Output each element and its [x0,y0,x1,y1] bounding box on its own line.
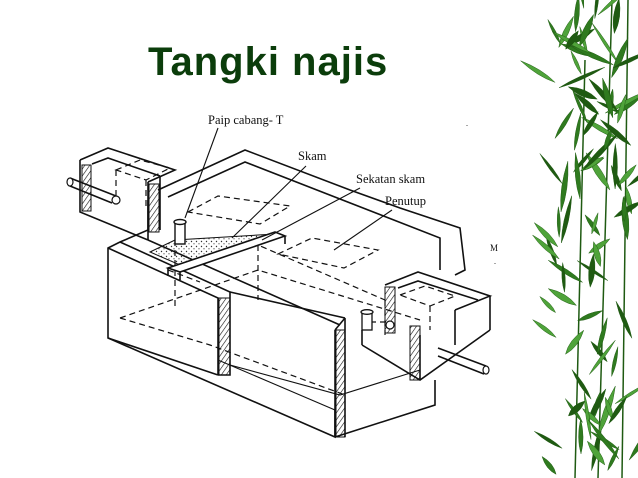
bamboo-leaf [587,419,620,460]
bamboo-leaf [612,0,621,35]
label-cutoff-mark: M [490,243,498,253]
bamboo-leaf [532,234,560,260]
bamboo-leaf [539,296,556,313]
bamboo-leaf [614,382,638,404]
bamboo-leaf [602,77,614,119]
bamboo-leaf [611,346,619,377]
bamboo-leaf [539,153,563,184]
bamboo-leaf [547,288,577,306]
bamboo-leaf [585,152,611,191]
bamboo-leaf [594,0,600,19]
bamboo-leaf [565,30,579,50]
bamboo-leaf [520,60,556,83]
svg-text:.: . [466,119,468,128]
bamboo-leaf [574,0,580,33]
bamboo-leaf [582,111,599,137]
label-tee-pipe: Paip cabang- T [208,113,284,127]
bamboo-leaf [588,388,607,422]
bamboo-leaf [579,13,594,47]
leader-lines [184,127,393,251]
bamboo-leaf [589,340,616,375]
label-scum: Skam [298,149,327,163]
bamboo-leaf [600,119,632,146]
bamboo-leaf [561,195,572,244]
bamboo-leaf [617,93,626,124]
bamboo-leaf [554,107,574,139]
bamboo-leaf [605,396,614,421]
bamboo-leaf [570,50,582,75]
bamboo-leaf [532,319,557,338]
bamboo-leaf [556,206,561,238]
bamboo-leaf [558,67,605,88]
slide-title: Tangki najis [148,40,389,84]
bamboo-leaf [574,152,581,199]
bamboo-leaf [611,37,629,79]
svg-text:.: . [494,257,496,266]
bamboo-leaf [567,86,598,100]
bamboo-leaf [597,317,608,355]
bamboo-leaf [591,212,599,235]
outlet-chamber [360,271,493,381]
bamboo-leaf [582,408,601,426]
bamboo-leaf [612,51,638,69]
bamboo-leaf [534,431,563,449]
bamboo-leaves-decoration [520,0,638,478]
bamboo-leaf [587,440,606,466]
bamboo-leaf [617,164,637,186]
covers [186,195,380,269]
bamboo-leaf [571,369,592,400]
bamboo-leaf [621,195,627,222]
bamboo-leaf [560,161,569,212]
bamboo-leaf [533,222,559,248]
bamboo-leaf [541,456,557,475]
bamboo-leaf [593,241,602,267]
inlet-chamber [66,147,178,241]
bamboo-leaf [615,301,633,339]
bamboo-leaf [576,260,609,281]
bamboo-leaf [574,113,581,151]
bamboo-leaf [597,0,634,16]
bamboo-leaf [547,19,561,45]
bamboo-leaf [576,310,604,322]
bamboo-leaf [628,420,638,461]
bamboo-leaf [572,88,588,123]
bamboo-leaf [568,400,586,417]
bamboo-leaf [565,329,585,355]
bamboo-leaf [583,392,592,440]
tank-body [107,149,466,439]
bamboo-leaf [608,396,628,425]
bamboo-leaf [578,418,584,455]
bamboo-leaf [552,31,592,54]
tee-pipe [173,218,187,245]
bamboo-leaf [598,385,616,436]
bamboo-leaf [565,398,583,423]
label-scum-baffle: Sekatan skam [356,172,425,186]
label-cover: Penutup [385,194,426,208]
bamboo-leaf [561,262,566,293]
bamboo-leaf [607,446,620,472]
bamboo-leaf [548,260,583,283]
scum-baffle [165,231,288,280]
